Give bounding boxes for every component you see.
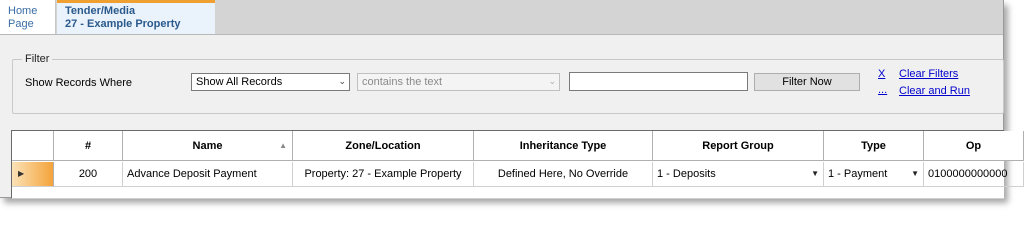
- new-row-placeholder[interactable]: [12, 187, 1004, 199]
- records-select[interactable]: Show All Records ⌄: [191, 73, 350, 91]
- column-header-name-label: Name: [192, 140, 223, 152]
- sort-ascending-icon: ▲: [279, 141, 287, 150]
- filter-text-input[interactable]: [569, 72, 748, 91]
- column-header-report-group[interactable]: Report Group: [653, 131, 824, 161]
- filter-now-button[interactable]: Filter Now: [754, 73, 860, 91]
- tab-home-page[interactable]: Home Page: [0, 0, 56, 34]
- row-header-corner: [12, 131, 54, 161]
- dropdown-arrow-icon: ▼: [911, 169, 919, 178]
- cell-report-group-dropdown[interactable]: 1 - Deposits ▼: [653, 162, 824, 187]
- column-header-type[interactable]: Type: [824, 131, 924, 161]
- app-window: Home Page Tender/Media 27 - Example Prop…: [0, 0, 1024, 199]
- cell-inheritance-type[interactable]: Defined Here, No Override: [474, 162, 653, 187]
- column-header-op[interactable]: Op: [924, 131, 1024, 161]
- records-select-value: Show All Records: [196, 76, 283, 88]
- clear-and-run-ellipsis-link[interactable]: ...: [878, 84, 888, 96]
- tab-tender-media[interactable]: Tender/Media 27 - Example Property: [57, 0, 215, 34]
- cell-name[interactable]: Advance Deposit Payment: [123, 162, 293, 187]
- tab-active-title: Tender/Media: [65, 5, 136, 17]
- chevron-down-icon: ⌄: [548, 76, 556, 86]
- tab-home-label-line2: Page: [8, 18, 34, 30]
- cell-zone-location[interactable]: Property: 27 - Example Property: [293, 162, 474, 187]
- clear-filters-x-link[interactable]: X: [878, 68, 886, 80]
- row-selector[interactable]: ▶: [12, 162, 54, 187]
- filter-legend: Filter: [22, 53, 53, 65]
- cell-op[interactable]: 0100000000000: [924, 162, 1024, 187]
- tab-strip: Home Page Tender/Media 27 - Example Prop…: [0, 0, 1003, 35]
- cell-report-group-value: 1 - Deposits: [657, 168, 716, 180]
- column-header-number[interactable]: #: [54, 131, 123, 161]
- condition-select-value: contains the text: [362, 76, 443, 88]
- tab-active-subtitle: 27 - Example Property: [65, 18, 181, 30]
- column-header-zone-location[interactable]: Zone/Location: [293, 131, 474, 161]
- cell-type-value: 1 - Payment: [828, 168, 888, 180]
- records-grid: # Name ▲ Zone/Location Inheritance Type …: [11, 130, 1024, 199]
- condition-select[interactable]: contains the text ⌄: [357, 73, 560, 91]
- cell-number[interactable]: 200: [54, 162, 123, 187]
- dropdown-arrow-icon: ▼: [811, 169, 819, 178]
- tab-home-label-line1: Home: [8, 5, 38, 17]
- column-header-name[interactable]: Name ▲: [123, 131, 293, 161]
- chevron-down-icon: ⌄: [338, 76, 346, 86]
- current-row-icon: ▶: [18, 169, 25, 178]
- clear-filters-link[interactable]: Clear Filters: [899, 68, 959, 80]
- clear-and-run-link[interactable]: Clear and Run: [899, 85, 970, 97]
- show-records-label: Show Records Where: [25, 77, 132, 89]
- cell-type-dropdown[interactable]: 1 - Payment ▼: [824, 162, 924, 187]
- column-header-inheritance-type[interactable]: Inheritance Type: [474, 131, 653, 161]
- filter-groupbox: [12, 59, 1004, 114]
